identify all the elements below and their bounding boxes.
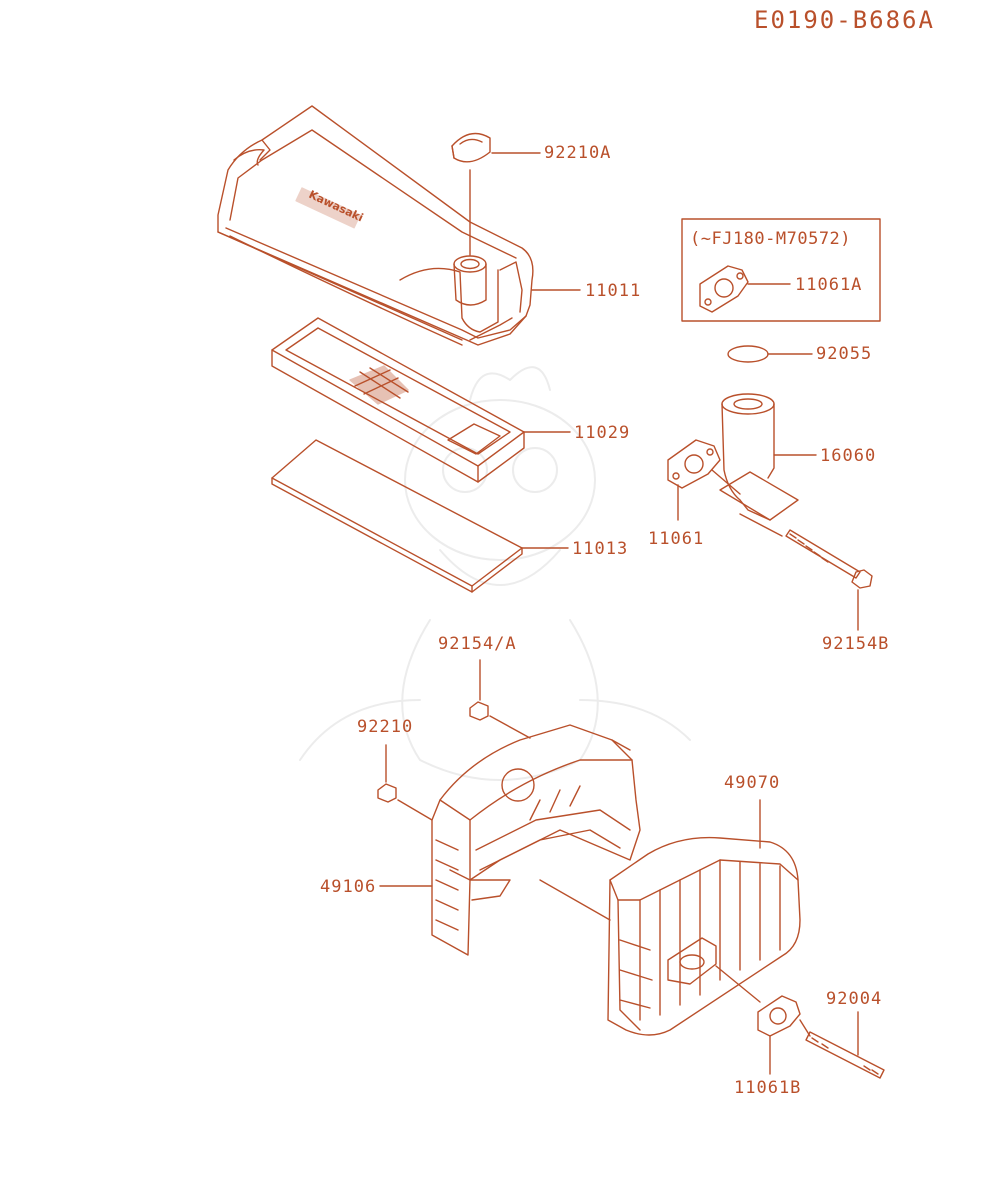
oil-cap-92210A (452, 134, 490, 256)
o-ring-92055 (727, 345, 769, 363)
muffler-49070 (540, 800, 800, 1035)
callout-16060: 16060 (820, 446, 877, 466)
callout-92055: 92055 (816, 344, 873, 364)
callout-11013: 11013 (572, 539, 629, 559)
air-cleaner-cover (218, 106, 533, 345)
callout-11011: 11011 (585, 281, 642, 301)
callout-11061B: 11061B (734, 1078, 802, 1098)
callout-92154B: 92154B (822, 634, 890, 654)
callout-92004: 92004 (826, 989, 883, 1009)
callout-92210A: 92210A (544, 143, 612, 163)
callout-11029: 11029 (574, 423, 631, 443)
callout-11061: 11061 (648, 529, 705, 549)
air-filter-element (272, 318, 524, 482)
gasket-11061 (668, 440, 740, 520)
callout-49106: 49106 (320, 877, 377, 897)
nut-92210 (378, 745, 432, 820)
leader-lines (379, 152, 817, 887)
callout-49070: 49070 (724, 773, 781, 793)
diagram-code: E0190-B686A (754, 6, 935, 34)
stud-92004 (800, 1012, 884, 1078)
callout-11061A: 11061A (795, 275, 863, 295)
bolt-92154B (740, 514, 872, 630)
callout-92154-A: 92154/A (438, 634, 517, 654)
pre-filter-pad (272, 440, 522, 592)
variant-note: (~FJ180-M70572) (690, 229, 852, 249)
variant-box (681, 218, 881, 322)
callout-92210: 92210 (357, 717, 414, 737)
muffler-cover-49106 (432, 725, 640, 955)
intake-pipe-16060 (720, 394, 798, 520)
gasket-11061A (700, 266, 748, 312)
nut-92154A (470, 660, 530, 738)
cover-oil-neck (454, 256, 486, 305)
gasket-11061B (758, 996, 800, 1074)
